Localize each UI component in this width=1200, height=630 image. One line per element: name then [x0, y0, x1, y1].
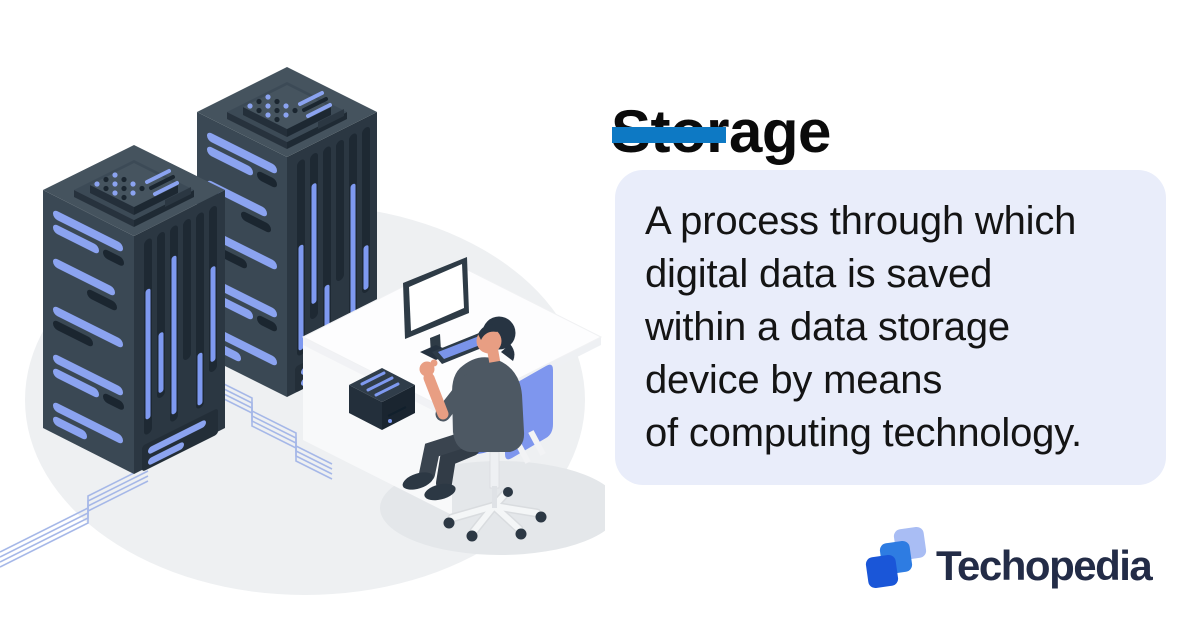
person — [402, 316, 525, 501]
techopedia-logo-icon — [865, 526, 927, 589]
definition-line: device by means — [645, 358, 943, 402]
rack-cap-dots — [94, 172, 145, 201]
server-rack-left — [43, 145, 225, 474]
title-underline — [612, 127, 726, 143]
definition-line: digital data is saved — [645, 252, 993, 296]
illustration — [0, 67, 620, 595]
chair-base — [443, 487, 547, 542]
illustration-svg — [0, 67, 620, 595]
definition-line: A process through which — [645, 199, 1077, 243]
brand-logo: Techopedia — [860, 518, 1180, 608]
mini-server — [349, 368, 415, 430]
rack-cap-dots — [247, 94, 298, 123]
definition-line: of computing technology. — [645, 411, 1082, 455]
definition-card: A process through which digital data is … — [615, 170, 1166, 485]
brand-wordmark: Techopedia — [936, 542, 1153, 589]
definition-line: within a data storage — [645, 305, 1010, 349]
